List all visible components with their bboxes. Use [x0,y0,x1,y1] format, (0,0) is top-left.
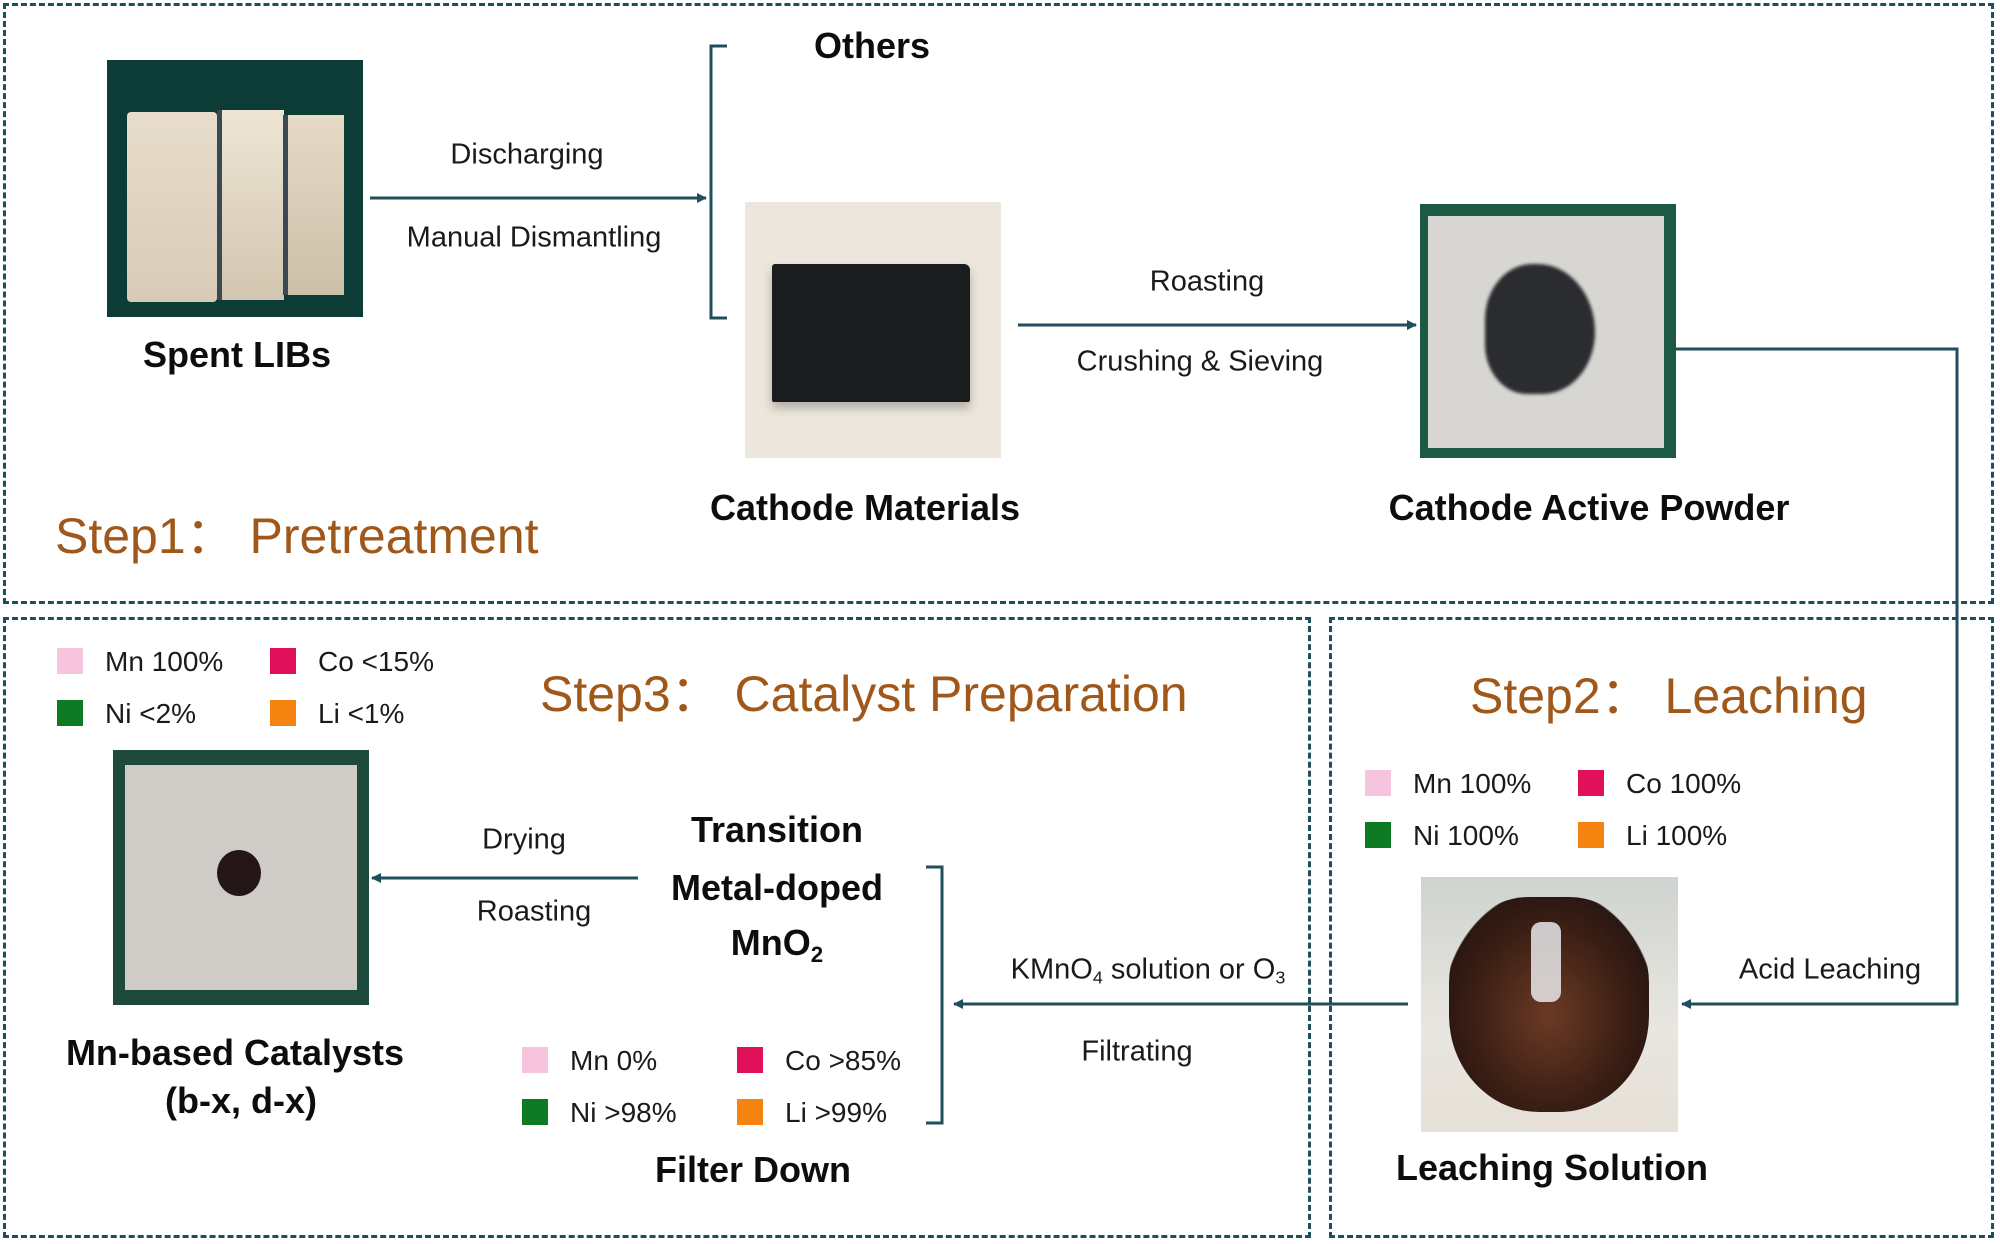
legend-swatch-li [270,700,296,726]
tm-line3: MnO2 [731,922,823,968]
tm-line2: Metal-doped [671,867,883,908]
others-label: Others [813,25,931,66]
filter-mn: Mn 0% [570,1045,658,1076]
kmno4-main: KMnO [1010,953,1093,986]
leaching-solution-label: Leaching Solution [1396,1147,1708,1188]
step2-title: Step2： Leaching [1470,668,1868,724]
roasting-step3-label: Roasting [476,895,592,928]
step3-title: Step3： Catalyst Preparation [540,666,1188,722]
cathode-active-powder-photo [1420,204,1676,458]
catalyst-photo [113,750,369,1005]
legend-mn: Mn 100% [105,646,224,677]
bracket-others [709,44,727,320]
discharging-label: Discharging [450,138,604,171]
connector-to-leaching [1676,347,1959,1009]
filter-down-label: Filter Down [655,1149,851,1190]
leach-li: Li 100% [1626,820,1728,851]
legend-ni: Ni <2% [105,698,197,729]
cathode-materials-photo [745,202,1001,458]
legend-li: Li <1% [318,698,405,729]
acid-leaching-label: Acid Leaching [1738,953,1922,986]
cathode-materials-label: Cathode Materials [709,487,1021,528]
filter-swatch-co [737,1047,763,1073]
kmno4-label: KMnO4 solution or O3 [1011,953,1286,988]
filter-swatch-mn [522,1047,548,1073]
leaching-solution-photo [1421,877,1678,1132]
leach-co: Co 100% [1626,768,1742,799]
catalyst-sublabel: (b-x, d-x) [165,1080,317,1121]
manual-dismantling-label: Manual Dismantling [406,221,662,254]
spent-libs-label: Spent LIBs [142,334,332,375]
tm-line1: Transition [690,809,864,850]
legend-co: Co <15% [318,646,434,677]
legend-swatch-co [270,648,296,674]
crushing-sieving-label: Crushing & Sieving [1076,345,1324,378]
filter-swatch-li [737,1099,763,1125]
leach-mn: Mn 100% [1413,768,1532,799]
filter-co: Co >85% [785,1045,901,1076]
filtrating-label: Filtrating [1081,1035,1193,1068]
filter-ni: Ni >98% [570,1097,677,1128]
drying-label: Drying [482,823,566,856]
tm-line3-main: MnO [730,922,811,964]
leach-swatch-co [1578,770,1604,796]
tm-line3-sub: 2 [810,941,824,967]
spent-libs-photo [107,60,363,317]
kmno4-sub: 4 [1092,967,1103,988]
kmno4-rest: solution or O [1102,953,1276,986]
o3-sub: 3 [1275,967,1286,988]
bracket-filter [926,865,944,1125]
step1-section [3,3,1994,604]
step3-section [3,617,1311,1238]
legend-swatch-ni [57,700,83,726]
legend-swatch-mn [57,648,83,674]
filter-swatch-ni [522,1099,548,1125]
filter-li: Li >99% [785,1097,887,1128]
catalyst-label: Mn-based Catalysts [65,1032,405,1073]
leach-swatch-ni [1365,822,1391,848]
step1-title: Step1： Pretreatment [55,508,539,564]
leach-swatch-mn [1365,770,1391,796]
cathode-active-powder-label: Cathode Active Powder [1388,487,1790,528]
step2-section [1329,617,1994,1238]
leach-swatch-li [1578,822,1604,848]
roasting-label: Roasting [1149,265,1265,298]
leach-ni: Ni 100% [1413,820,1519,851]
